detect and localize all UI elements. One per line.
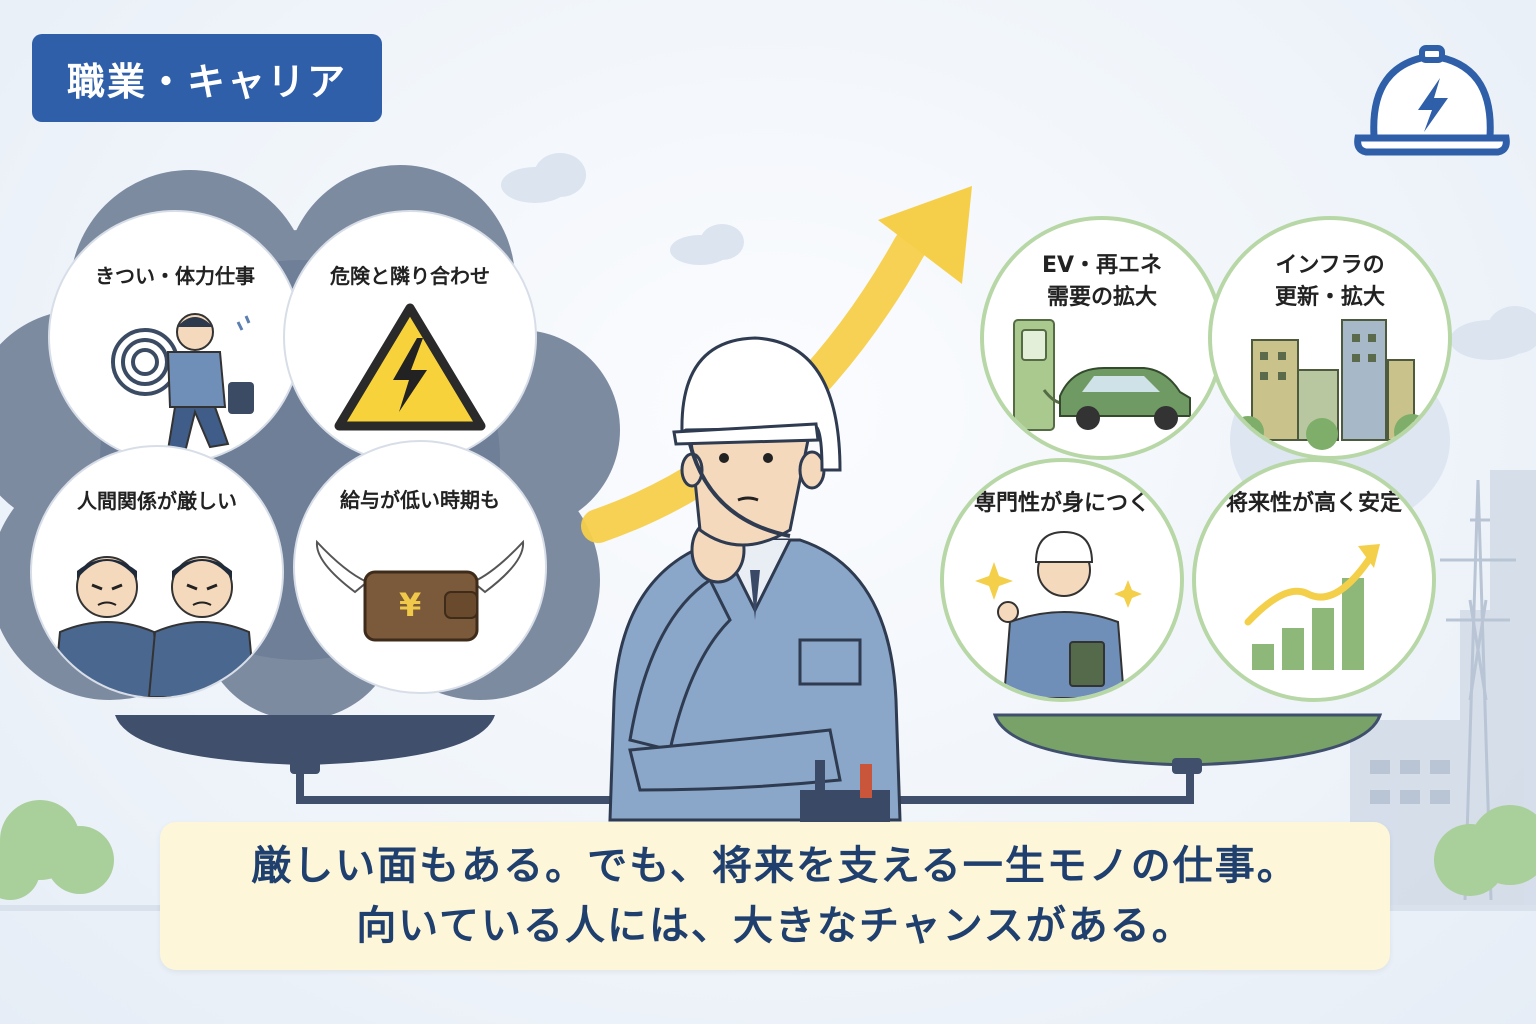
negative-item-salary: 給与が低い時期も ¥ — [293, 440, 547, 694]
city-buildings-icon — [1232, 319, 1430, 450]
negative-label-salary: 給与が低い時期も — [340, 488, 500, 512]
positive-item-stability: 将来性が高く安定 — [1192, 458, 1436, 702]
negative-label-danger: 危険と隣り合わせ — [330, 264, 490, 288]
positive-item-infra: インフラの 更新・拡大 — [1208, 216, 1452, 460]
positive-label-infra: インフラの 更新・拡大 — [1274, 253, 1385, 310]
negative-label-physical: きつい・体力仕事 — [95, 264, 255, 288]
positive-item-expertise: 専門性が身につく — [940, 458, 1184, 702]
worker-carrying-cable-icon — [111, 313, 254, 454]
flying-wallet-icon — [315, 539, 525, 642]
negative-label-relations: 人間関係が厳しい — [77, 489, 237, 513]
helmet-lightning-icon — [1354, 45, 1510, 156]
category-tag: 職業・キャリア — [32, 34, 382, 122]
ev-charging-car-icon — [1013, 319, 1191, 431]
positive-label-expertise: 専門性が身につく — [973, 491, 1150, 516]
positive-item-ev: EV・再エネ 需要の拡大 — [980, 216, 1224, 460]
thinking-worker — [608, 336, 902, 830]
negative-item-physical: きつい・体力仕事 — [48, 210, 302, 464]
negative-item-relations: 人間関係が厳しい — [30, 445, 284, 699]
caption-line-2: 向いている人には、大きなチャンスがある。 — [356, 903, 1194, 949]
stern-coworkers-icon — [52, 556, 257, 697]
summary-caption: 厳しい面もある。でも、将来を支える一生モノの仕事。 向いている人には、大きなチャ… — [160, 822, 1390, 970]
positive-label-stability: 将来性が高く安定 — [1225, 491, 1402, 516]
caption-line-1: 厳しい面もある。でも、将来を支える一生モノの仕事。 — [251, 843, 1299, 889]
rising-bar-chart-icon — [1244, 544, 1380, 670]
skilled-worker-icon — [975, 530, 1142, 698]
yen-symbol: ¥ — [399, 586, 422, 624]
negative-item-danger: 危険と隣り合わせ — [283, 210, 537, 464]
high-voltage-warning-icon — [334, 303, 486, 431]
positive-label-ev: EV・再エネ 需要の拡大 — [1041, 253, 1163, 310]
